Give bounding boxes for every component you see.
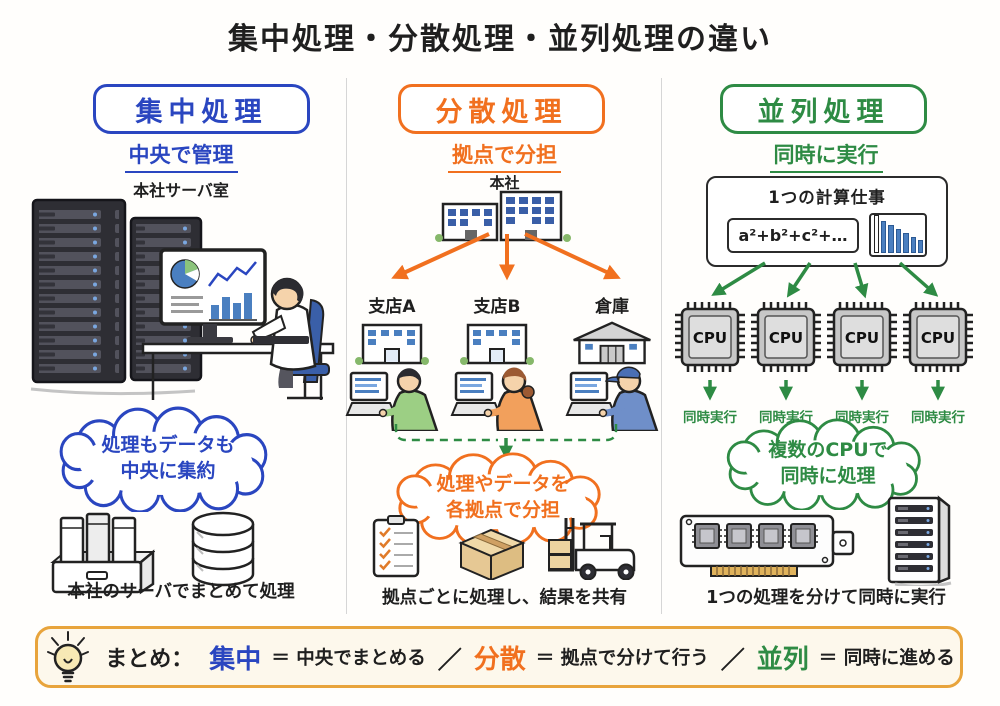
down-arrow-icon: [703, 380, 717, 401]
summary-term-distributed: 分散: [473, 644, 526, 675]
page-title: 集中処理・分散処理・並列処理の違い: [228, 22, 772, 57]
cpu-chip-icon: CPU: [751, 302, 821, 372]
site-warehouse: 倉庫: [560, 292, 664, 431]
cpu-label: CPU: [921, 329, 955, 347]
summary-label: まとめ：: [105, 647, 194, 672]
cpu-chip-icon: CPU: [827, 302, 897, 372]
site-branch-a: 支店A: [340, 292, 444, 431]
parallel-cloud-bubble: 複数のCPUで 同時に処理: [715, 418, 941, 510]
task-box-title: 1つの計算仕事: [768, 188, 886, 207]
task-box: 1つの計算仕事 a²+b²+c²+…: [706, 176, 948, 267]
cpu-label: CPU: [769, 329, 803, 347]
parallel-fan-arrows: [711, 261, 939, 299]
clipboard-checklist-icon: [372, 515, 420, 578]
site-branch-b: 支店B: [445, 292, 549, 431]
column-distributed: 分散処理 拠点で分担 本社: [345, 78, 658, 623]
summary-def-centralized: ＝ 中央でまとめる: [271, 648, 426, 669]
parallel-caption: 1つの処理を分けて同時に実行: [706, 588, 946, 608]
merge-bracket-arrows: [394, 424, 618, 460]
branch-a-label: 支店A: [368, 297, 416, 317]
summary-separator: ／: [437, 645, 462, 674]
lightbulb-icon: [47, 631, 90, 683]
distributed-cloud-line2: 各拠点で分担: [445, 499, 560, 521]
server-room-label: 本社サーバ室: [133, 181, 229, 200]
distributed-header-label: 分散処理: [435, 96, 568, 128]
person-laptop-icon: [565, 366, 658, 431]
column-parallel: 並列処理 同時に実行 1つの計算仕事 a²+b²+c²+… CPU: [665, 78, 987, 623]
cloud-outline: [396, 452, 601, 544]
distributed-subtitle: 拠点で分担: [448, 139, 561, 173]
distributed-header-box: 分散処理: [398, 84, 605, 134]
distributed-cloud-line1: 処理やデータを: [436, 473, 570, 496]
file-box-icon: [50, 512, 155, 595]
summary-def-parallel: ＝ 同時に進める: [818, 648, 955, 669]
monitor-dashboard-icon: [159, 248, 267, 343]
cardboard-box-icon: [458, 528, 526, 580]
parallel-cloud-line2: 同時に処理: [780, 465, 876, 487]
cloud-outline: [59, 406, 268, 512]
keyboard-icon: [253, 336, 309, 344]
distributed-caption: 拠点ごとに処理し、結果を共有: [382, 588, 627, 608]
person-laptop-icon: [345, 368, 438, 431]
task-mini-chart: [869, 213, 928, 257]
database-icon: [191, 511, 255, 587]
cpu-sub-label: 同時実行: [911, 410, 965, 426]
distribute-fan-arrows: [391, 232, 621, 281]
cpu-label: CPU: [845, 329, 879, 347]
distributed-cloud-bubble: 処理やデータを 各拠点で分担: [384, 452, 622, 544]
server-room-illustration: [30, 198, 335, 400]
parallel-cloud-line1: 複数のCPUで: [768, 439, 888, 462]
centralized-header-label: 集中処理: [135, 96, 268, 128]
cpu-sub-label: 同時実行: [683, 410, 737, 426]
centralized-header-box: 集中処理: [93, 84, 310, 134]
forklift-icon: [548, 518, 636, 580]
branch-b-label: 支店B: [473, 297, 521, 317]
summary-def-distributed: ＝ 拠点で分けて行う: [535, 648, 709, 669]
down-arrow-icon: [779, 380, 793, 401]
person-laptop-icon: [450, 367, 543, 431]
warehouse-label: 倉庫: [595, 297, 629, 317]
down-arrow-icon: [855, 380, 869, 401]
warehouse-building-icon: [573, 321, 651, 365]
centralized-caption: 本社のサーバでまとめて処理: [67, 582, 295, 602]
centralized-cloud-line1: 処理もデータも: [101, 434, 235, 457]
branch-building-icon: [460, 323, 534, 365]
summary-bar: まとめ： 集中 ＝ 中央でまとめる ／ 分散 ＝ 拠点で分けて行う ／ 並列 ＝…: [35, 626, 963, 688]
server-tower-icon: [887, 495, 952, 586]
formula: a²+b²+c²+…: [726, 217, 860, 253]
centralized-cloud-line2: 中央に集約: [120, 460, 216, 482]
cloud-outline: [726, 418, 921, 510]
hq-label: 本社: [489, 174, 520, 192]
parallel-subtitle: 同時に実行: [769, 139, 883, 173]
centralized-cloud-bubble: 処理もデータも 中央に集約: [47, 406, 289, 512]
parallel-header-box: 並列処理: [720, 84, 927, 134]
circuit-board-icon: [679, 514, 855, 577]
down-arrow-icon: [931, 380, 945, 401]
branch-building-icon: [355, 323, 429, 365]
column-centralized: 集中処理 中央で管理 本社サーバ室: [25, 78, 337, 623]
centralized-subtitle: 中央で管理: [124, 139, 238, 173]
column-divider: [346, 78, 347, 614]
summary-separator: ／: [720, 645, 745, 674]
cpu-label: CPU: [693, 329, 727, 347]
cpu-chip-icon: CPU: [903, 302, 973, 372]
column-divider: [661, 78, 662, 614]
parallel-header-label: 並列処理: [757, 96, 890, 128]
cpu-chip-icon: CPU: [675, 302, 745, 372]
summary-term-centralized: 集中: [209, 644, 262, 675]
summary-term-parallel: 並列: [756, 644, 809, 675]
